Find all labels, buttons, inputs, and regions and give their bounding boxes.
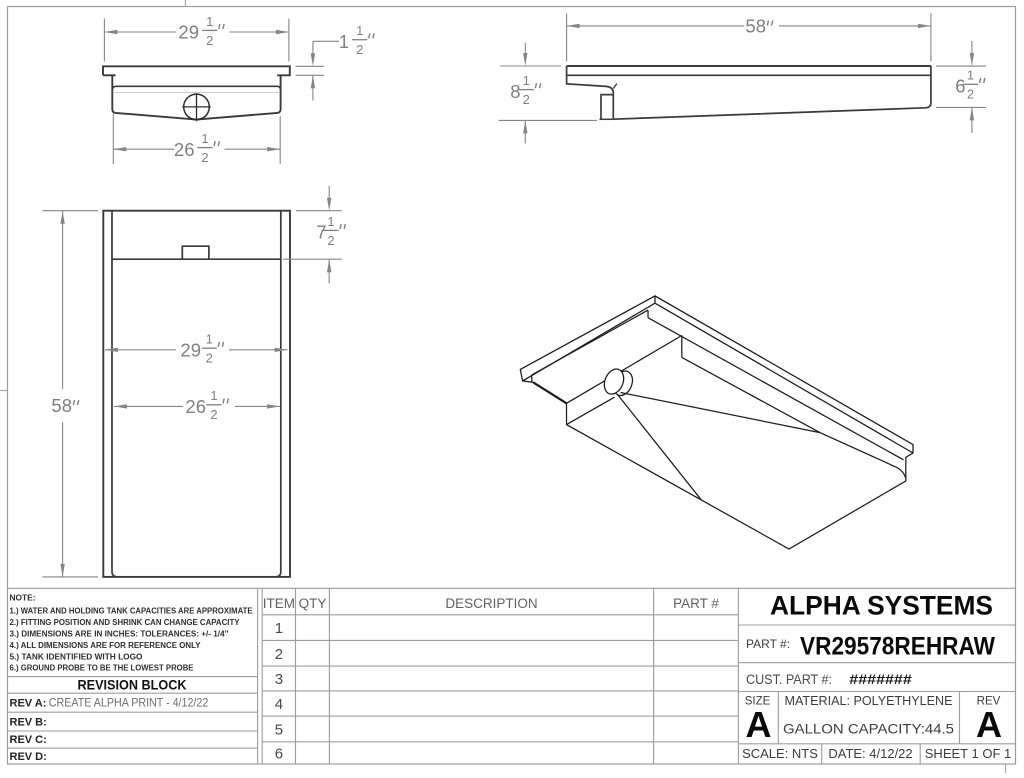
svg-text:#######: ####### — [849, 672, 912, 687]
svg-text:1: 1 — [206, 14, 213, 29]
svg-text:2: 2 — [201, 150, 208, 165]
svg-text:QTY: QTY — [299, 596, 327, 611]
svg-text:1: 1 — [206, 332, 213, 347]
svg-text:6: 6 — [275, 745, 283, 762]
svg-text:CUST. PART #:: CUST. PART #: — [746, 672, 832, 687]
svg-text:5: 5 — [275, 722, 283, 739]
svg-text:GALLON CAPACITY:44.5: GALLON CAPACITY:44.5 — [783, 722, 954, 737]
svg-text:MATERIAL: POLYETHYLENE: MATERIAL: POLYETHYLENE — [785, 693, 953, 708]
svg-text:CREATE ALPHA PRINT - 4/12/22: CREATE ALPHA PRINT - 4/12/22 — [49, 698, 209, 710]
svg-text:29: 29 — [180, 339, 201, 360]
svg-text:REV D:: REV D: — [10, 751, 47, 763]
svg-text:2: 2 — [523, 92, 530, 107]
svg-text:1: 1 — [523, 73, 530, 88]
svg-text:DATE: 4/12/22: DATE: 4/12/22 — [828, 746, 912, 761]
svg-text:3: 3 — [275, 671, 283, 688]
svg-text:REV B:: REV B: — [10, 717, 47, 729]
svg-text:1: 1 — [210, 388, 217, 403]
svg-text:REV C:: REV C: — [10, 734, 47, 746]
svg-text:26: 26 — [185, 396, 206, 417]
svg-text:3.) DIMENSIONS ARE IN INCHES:: 3.) DIMENSIONS ARE IN INCHES: TOLERANCES… — [10, 629, 229, 639]
svg-text:NOTE:: NOTE: — [10, 592, 36, 602]
svg-text:1: 1 — [339, 31, 349, 52]
svg-text:DESCRIPTION: DESCRIPTION — [445, 596, 537, 611]
svg-text:4.) ALL DIMENSIONS ARE FOR REF: 4.) ALL DIMENSIONS ARE FOR REFERENCE ONL… — [10, 640, 201, 650]
svg-text:1.) WATER AND HOLDING TANK CAP: 1.) WATER AND HOLDING TANK CAPACITIES AR… — [10, 605, 253, 615]
svg-text:2: 2 — [210, 407, 217, 422]
svg-text:PART #: PART # — [673, 596, 719, 611]
svg-text:58: 58 — [745, 16, 766, 37]
svg-text:ITEM: ITEM — [263, 596, 295, 611]
svg-text:1: 1 — [327, 214, 334, 229]
svg-text:A: A — [976, 704, 1002, 745]
svg-text:VR29578REHRAW: VR29578REHRAW — [800, 633, 995, 661]
svg-text:2.) FITTING POSITION AND SHRIN: 2.) FITTING POSITION AND SHRINK CAN CHAN… — [10, 617, 240, 627]
svg-text:2: 2 — [206, 351, 213, 366]
svg-text:REVISION BLOCK: REVISION BLOCK — [78, 678, 187, 693]
svg-text:ALPHA SYSTEMS: ALPHA SYSTEMS — [770, 591, 993, 621]
svg-text:5.) TANK IDENTIFIED WITH LOGO: 5.) TANK IDENTIFIED WITH LOGO — [10, 651, 143, 661]
svg-text:58: 58 — [51, 395, 72, 416]
svg-text:29: 29 — [178, 22, 199, 43]
svg-text:1: 1 — [201, 131, 208, 146]
svg-text:2: 2 — [356, 42, 363, 57]
svg-text:REV A:: REV A: — [10, 698, 47, 710]
svg-text:2: 2 — [275, 646, 283, 663]
svg-text:SHEET 1 OF 1: SHEET 1 OF 1 — [925, 746, 1011, 761]
svg-text:SCALE: NTS: SCALE: NTS — [742, 746, 818, 761]
svg-text:1: 1 — [967, 68, 974, 83]
svg-text:6: 6 — [955, 76, 965, 97]
svg-text:2: 2 — [206, 33, 213, 48]
svg-text:2: 2 — [967, 87, 974, 102]
svg-text:6.) GROUND PROBE TO BE THE LOW: 6.) GROUND PROBE TO BE THE LOWEST PROBE — [10, 663, 194, 673]
svg-text:2: 2 — [327, 233, 334, 248]
svg-text:1: 1 — [356, 23, 363, 38]
svg-text:1: 1 — [275, 620, 283, 637]
svg-text:8: 8 — [510, 81, 520, 102]
svg-text:26: 26 — [174, 139, 195, 160]
svg-text:PART #:: PART #: — [746, 637, 790, 651]
svg-text:7: 7 — [316, 222, 326, 243]
svg-text:A: A — [746, 704, 772, 745]
svg-text:4: 4 — [275, 696, 283, 713]
